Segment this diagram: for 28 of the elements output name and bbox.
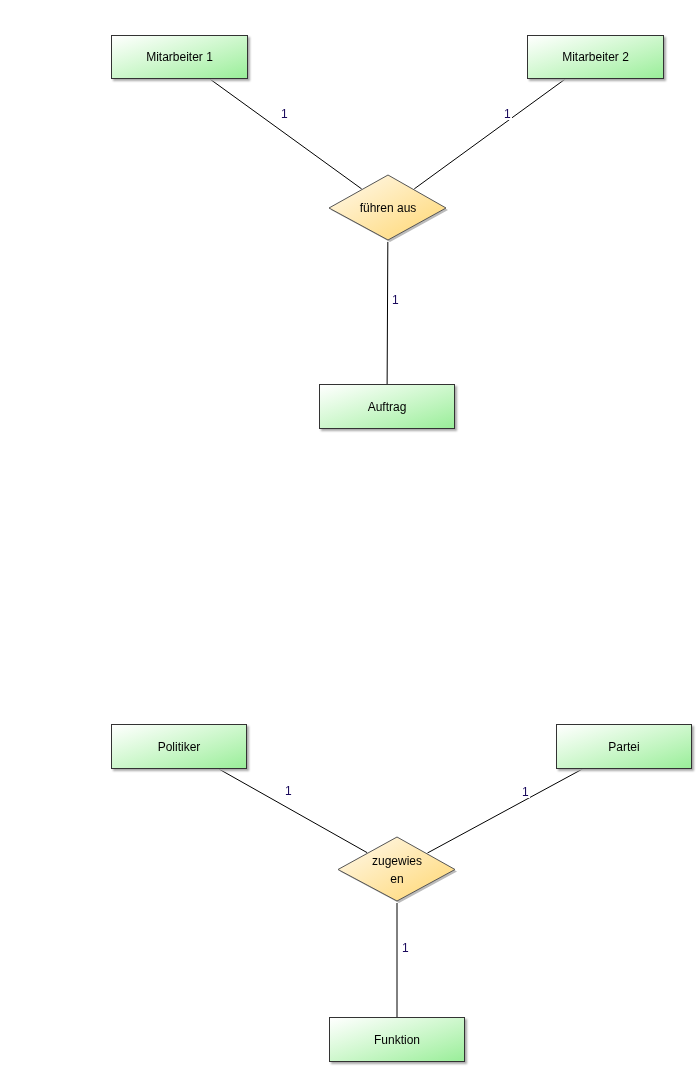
entity-box <box>111 724 247 769</box>
edge-label: 1 <box>521 786 530 798</box>
entity-box <box>111 35 248 79</box>
edge-label: 1 <box>391 294 400 306</box>
entity-name: Funktion <box>374 1031 420 1049</box>
edge-label: 1 <box>284 785 293 797</box>
entity-name: Politiker <box>157 738 201 756</box>
entity-name: Mitarbeiter 2 <box>562 49 629 66</box>
entity-name: Mitarbeiter 1 <box>146 49 213 66</box>
connector-line <box>218 768 368 854</box>
relationship-name: führen aus <box>358 200 418 217</box>
relationship-diamond <box>328 174 448 242</box>
connector-line <box>386 241 389 385</box>
entity-name: Auftrag <box>367 398 407 416</box>
edge-label: 1 <box>401 942 410 954</box>
connector-line <box>426 768 583 854</box>
connector-line <box>413 78 566 190</box>
relationship-name: zugewies en <box>371 852 423 888</box>
entity-name: Partei <box>608 738 640 756</box>
edge-label: 1 <box>280 108 289 120</box>
entity-box <box>556 724 692 769</box>
connector-line <box>396 902 398 1018</box>
entity-box <box>329 1017 465 1062</box>
entity-box <box>527 35 664 79</box>
connector-line <box>209 78 363 190</box>
relationship-diamond <box>337 836 457 903</box>
entity-box <box>319 384 455 429</box>
edge-label: 1 <box>503 108 512 120</box>
